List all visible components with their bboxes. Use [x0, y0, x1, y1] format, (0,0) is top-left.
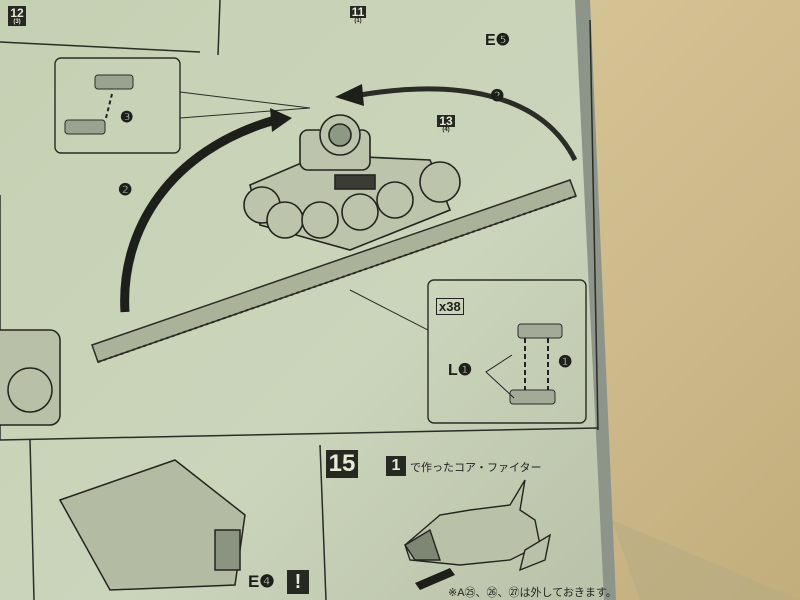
step-15-badge: 15 — [326, 450, 358, 478]
multiplier-badge: x38 — [436, 298, 464, 315]
part-label-e5: E❺ — [485, 32, 511, 49]
warning-mark: ! — [287, 570, 309, 594]
step-12-badge: 12(3) — [8, 6, 26, 26]
assembly-arrow-right — [359, 86, 578, 162]
part-label-e4: E❹ — [248, 572, 275, 591]
step-13-ref-badge: 13(4) — [437, 115, 455, 133]
inset-panel-top — [54, 57, 181, 154]
tank-vehicle-drawing — [243, 114, 461, 251]
step-sub: (1) — [350, 18, 366, 24]
step-sub: (4) — [437, 127, 455, 133]
step-11-ref-badge: 11(1) — [350, 6, 366, 24]
step-15-note: ※A㉕、㉖、㉗は外しておきます。 — [448, 587, 617, 599]
step-15-ref-badge: 1 — [386, 456, 406, 476]
step-number: 12 — [10, 6, 24, 20]
page-surface — [0, 0, 606, 600]
core-fighter-drawing — [404, 479, 551, 572]
arrow-step-2-right: ❷ — [490, 88, 505, 105]
step-number: 13 — [439, 114, 453, 128]
arrow-step-2-left: ❷ — [118, 182, 133, 199]
inset-step-3: ❸ — [120, 109, 134, 126]
step-sub: (3) — [13, 19, 21, 25]
inset-step-1: ❶ — [558, 354, 573, 371]
step-15-caption: で作ったコア・ファイター — [410, 462, 542, 474]
assembly-arrow-left — [120, 115, 277, 313]
step-number: 11 — [351, 5, 365, 19]
part-label-l1: L❶ — [448, 362, 473, 379]
